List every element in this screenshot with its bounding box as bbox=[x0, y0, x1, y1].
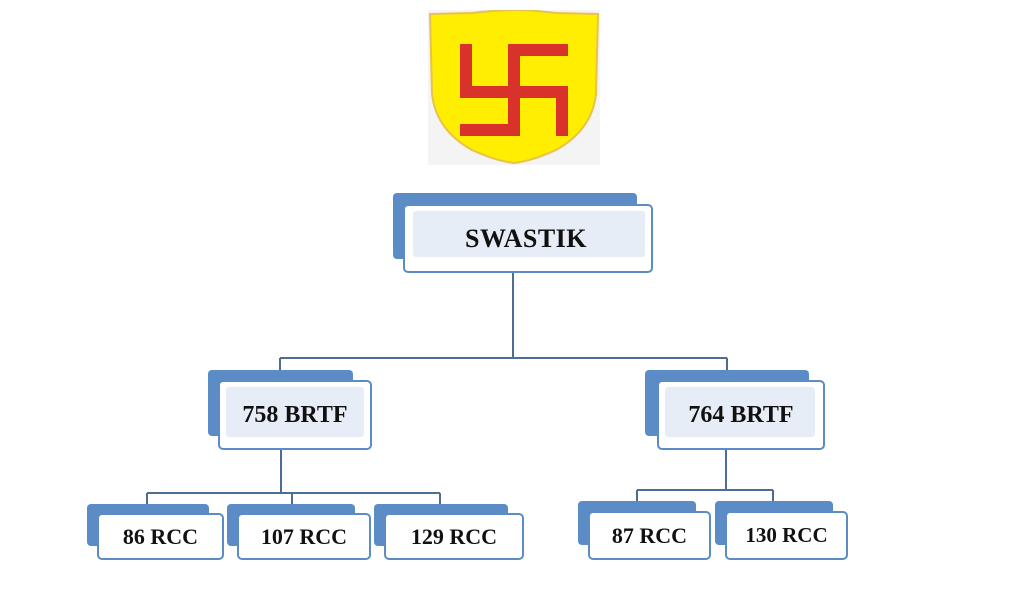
org-node-subunit-129-label: 129 RCC bbox=[410, 523, 498, 549]
org-node-subunit-86: 86 RCC bbox=[87, 504, 224, 560]
org-node-unit-758-label: 758 BRTF bbox=[242, 401, 348, 428]
org-node-subunit-107-label: 107 RCC bbox=[260, 523, 348, 549]
org-node-subunit-129: 129 RCC bbox=[374, 504, 524, 560]
org-node-subunit-86-label: 86 RCC bbox=[122, 523, 199, 549]
org-node-root-label: SWASTIK bbox=[465, 223, 587, 253]
org-node-unit-764: 764 BRTF bbox=[645, 370, 825, 450]
org-node-root: SWASTIK bbox=[393, 193, 653, 273]
org-node-subunit-130: 130 RCC bbox=[715, 501, 848, 560]
org-node-unit-758: 758 BRTF bbox=[208, 370, 372, 450]
org-node-subunit-130-label: 130 RCC bbox=[745, 523, 828, 547]
org-node-subunit-87: 87 RCC bbox=[578, 501, 711, 560]
org-node-unit-764-label: 764 BRTF bbox=[688, 401, 794, 428]
org-node-subunit-107: 107 RCC bbox=[227, 504, 371, 560]
swastika-shield-icon bbox=[428, 8, 600, 165]
org-node-subunit-87-label: 87 RCC bbox=[611, 522, 688, 548]
